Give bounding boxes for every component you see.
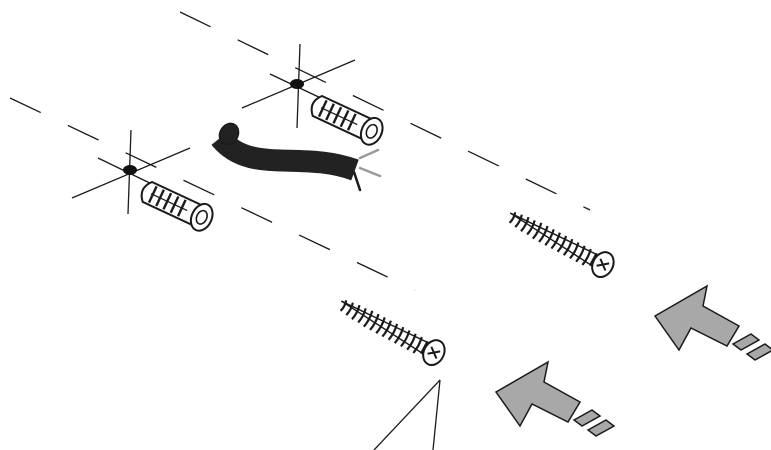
wall-plug-icon <box>135 175 218 236</box>
drill-mark-icon <box>241 43 356 129</box>
drill-mark-icon <box>71 129 191 215</box>
wall-plug-icon <box>305 89 388 150</box>
axis-lines <box>9 11 591 291</box>
cable-icon <box>211 122 382 192</box>
screw-icon <box>333 290 450 370</box>
screw-icon <box>502 202 619 282</box>
lower-axis-line <box>9 97 416 291</box>
upper-axis-line <box>179 11 591 211</box>
push-arrow-icon <box>654 285 771 361</box>
callout-lines <box>373 379 441 450</box>
push-arrow-icon <box>495 361 615 437</box>
